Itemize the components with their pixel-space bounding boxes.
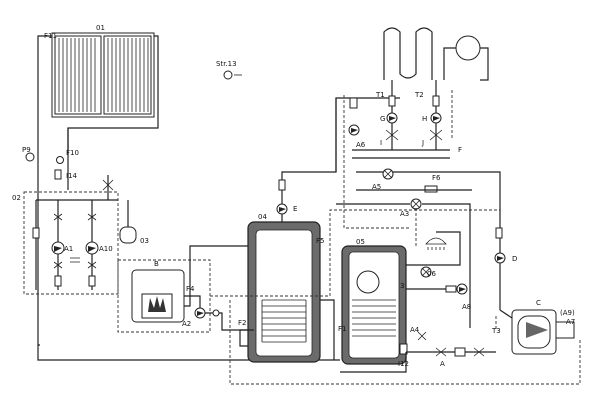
collector-label: 01 bbox=[96, 24, 105, 32]
str13-label: Str.13 bbox=[216, 60, 237, 68]
f3-label: 3 bbox=[400, 282, 404, 290]
a5-label: A5 bbox=[372, 183, 381, 191]
a4-label: A4 bbox=[410, 326, 420, 334]
g-label: G bbox=[380, 115, 385, 123]
solar-collector bbox=[51, 32, 155, 118]
a2-label: A2 bbox=[182, 320, 191, 328]
i14-label: I14 bbox=[66, 172, 78, 180]
f2-label: F2 bbox=[238, 319, 246, 327]
t3-label: T3 bbox=[491, 327, 501, 335]
solar-station-piping bbox=[32, 199, 118, 290]
tank-04-label: 04 bbox=[258, 213, 267, 221]
sensor-f10 bbox=[56, 156, 64, 164]
f10-label: F10 bbox=[66, 149, 79, 157]
i12-label: I12 bbox=[398, 360, 409, 368]
d-label: D bbox=[512, 255, 517, 263]
tank-05-label: 05 bbox=[356, 238, 365, 246]
i-label: I bbox=[380, 139, 382, 147]
boiler-b-label: B bbox=[154, 260, 159, 268]
t2-label: T2 bbox=[414, 91, 424, 99]
f1-label: F1 bbox=[338, 325, 346, 333]
a1-label: A1 bbox=[64, 245, 73, 253]
h-label: H bbox=[422, 115, 427, 123]
a6-label: A6 bbox=[356, 141, 366, 149]
f-label: F bbox=[458, 146, 462, 154]
a7-label: A7 bbox=[566, 318, 575, 326]
solar-station-box bbox=[23, 191, 119, 295]
j-label: J bbox=[421, 139, 424, 147]
str13-symbol bbox=[223, 70, 233, 80]
boiler-c-label: C bbox=[536, 299, 541, 307]
a-label: A bbox=[440, 360, 445, 368]
f5-label: F5 bbox=[316, 237, 324, 245]
a3-label: A3 bbox=[400, 210, 409, 218]
underfloor-loop bbox=[455, 35, 481, 61]
pressure-gauge-p9 bbox=[25, 152, 35, 162]
station-02-label: 02 bbox=[12, 194, 21, 202]
a8-label: A8 bbox=[462, 303, 471, 311]
expansion-vessel bbox=[119, 226, 137, 244]
o6-label: 06 bbox=[427, 270, 436, 278]
vessel-03-label: 03 bbox=[140, 237, 149, 245]
meter-i14 bbox=[54, 169, 62, 180]
a9-label: (A9) bbox=[560, 309, 575, 317]
e-label: E bbox=[293, 205, 297, 213]
f6-label: F6 bbox=[432, 174, 441, 182]
p9-label: P9 bbox=[22, 146, 31, 154]
t1-label: T1 bbox=[375, 91, 385, 99]
a10-label: A10 bbox=[99, 245, 113, 253]
radiator-coil bbox=[383, 27, 433, 80]
